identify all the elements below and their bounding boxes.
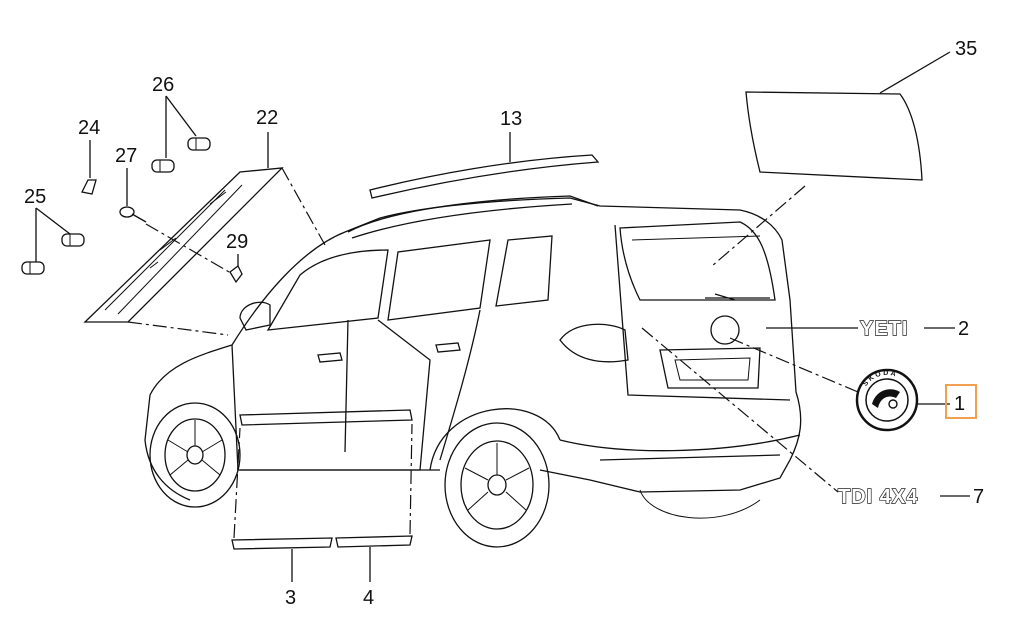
part-35-rear-window-glass[interactable] [745, 91, 923, 181]
callout-4[interactable]: 4 [363, 587, 374, 609]
callout-1[interactable]: 1 [954, 393, 965, 415]
assembly-line-1 [729, 337, 859, 393]
part-26-clips[interactable] [151, 137, 211, 173]
leader-26b [165, 95, 197, 137]
leader-25b [35, 207, 71, 235]
yeti-badge[interactable]: YETI [859, 317, 908, 340]
callout-13[interactable]: 13 [500, 108, 522, 130]
part-29-clip[interactable] [229, 265, 243, 284]
part-25-clips[interactable] [21, 233, 85, 275]
assembly-line-7 [641, 327, 839, 493]
tdi-4x4-badge[interactable]: TDI 4X4 [837, 485, 918, 508]
callout-3[interactable]: 3 [285, 587, 296, 609]
part-22-side-window-glass[interactable] [83, 167, 284, 323]
callout-2[interactable]: 2 [958, 318, 969, 340]
assembly-line-35 [711, 185, 806, 267]
callout-27[interactable]: 27 [115, 145, 137, 167]
assembly-line-27 [145, 223, 237, 277]
assembly-line-3 [233, 427, 241, 539]
assembly-line-4 [409, 423, 413, 535]
callout-25[interactable]: 25 [24, 186, 46, 208]
leader-35 [879, 51, 951, 94]
part-13-roof-strip[interactable] [369, 154, 600, 199]
callout-7[interactable]: 7 [973, 486, 984, 508]
callout-26[interactable]: 26 [152, 74, 174, 96]
callout-24[interactable]: 24 [78, 117, 100, 139]
callout-35[interactable]: 35 [955, 38, 977, 60]
assembly-line-22b [127, 321, 229, 336]
assembly-line-22a [281, 167, 326, 246]
part-24-clip[interactable] [81, 179, 97, 195]
part-27-screw[interactable] [119, 206, 147, 223]
skoda-emblem[interactable]: SKODA [855, 368, 919, 432]
car-illustration [144, 195, 802, 548]
winged-arrow-icon [872, 389, 900, 408]
callout-1-highlight [945, 384, 977, 419]
callout-29[interactable]: 29 [226, 231, 248, 253]
part-4-side-trim-strip[interactable] [335, 535, 413, 548]
callout-22[interactable]: 22 [256, 107, 278, 129]
part-3-side-trim-strip[interactable] [231, 537, 333, 550]
